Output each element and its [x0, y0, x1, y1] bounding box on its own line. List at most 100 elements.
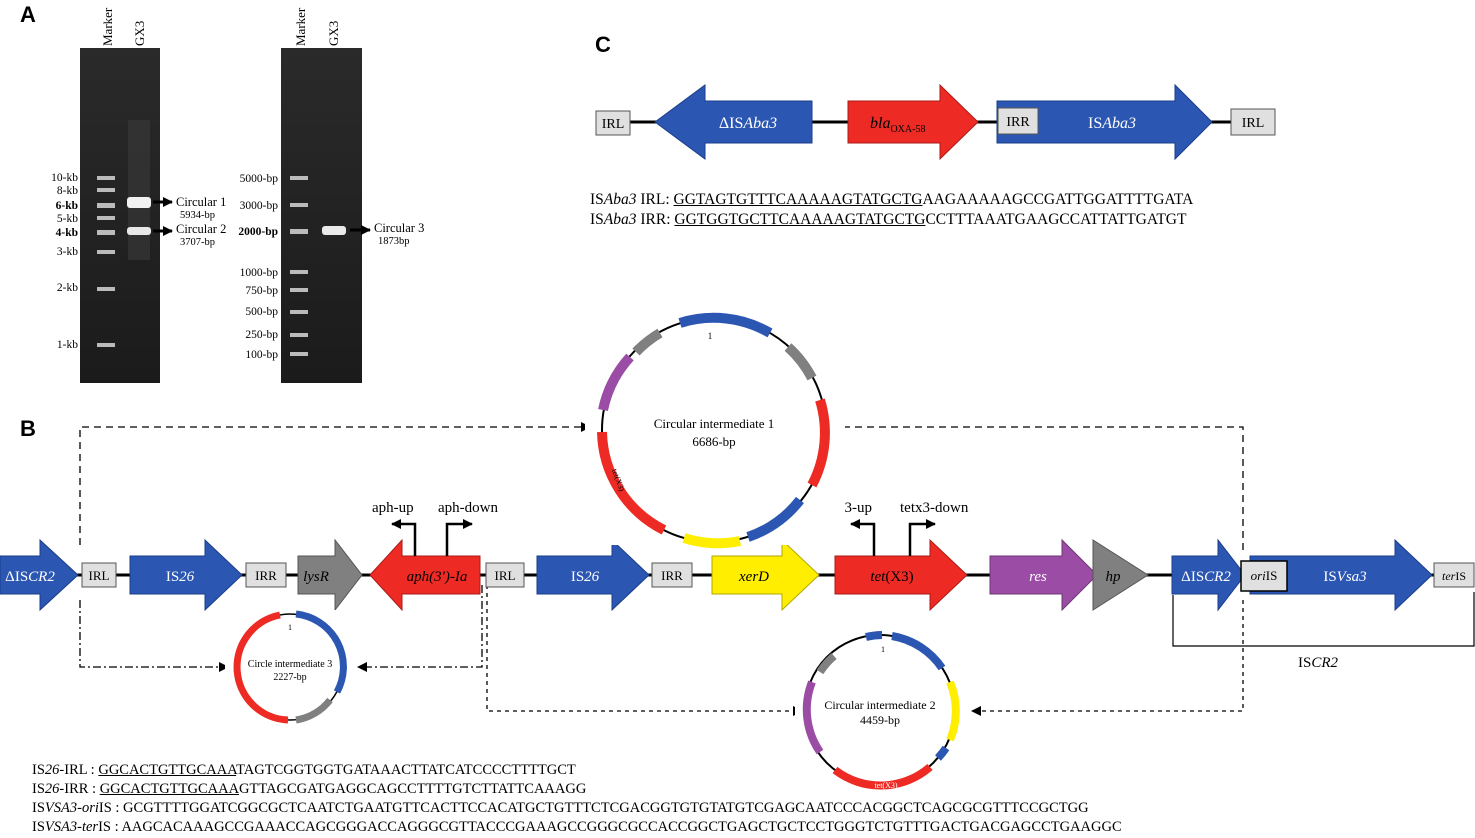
b-is26-label: IS26 — [166, 569, 195, 585]
gel-2-marker-label: 2000-bp — [238, 226, 278, 238]
b-aph-arrow — [369, 538, 481, 612]
band-circular-3-name: Circular 3 — [374, 221, 424, 235]
gel-1-marker-label: 10-kb — [51, 172, 78, 184]
c-irr-block: IRR — [1006, 115, 1030, 130]
b-del-iscr2b-label: ΔISCR2 — [1181, 569, 1231, 585]
gel-1: Marker GX3 10-kb 8-kb 6-kb 5-kb 4-kb 3-k… — [51, 7, 226, 383]
circular-intermediate-2: 1 tet(X3) Circular intermediate 2 4459-b… — [795, 625, 960, 795]
gel-2: Marker GX3 5000-bp 3000-bp 2000-bp 1000-… — [238, 7, 424, 383]
gel-1-lane-gx3: GX3 — [132, 21, 147, 46]
b-seq-is26-irl: IS26-IRL : GGCACTGTTGCAAATAGTCGGTGGTGATA… — [32, 762, 576, 778]
b-primers — [391, 519, 936, 556]
c-del-isaba3-arrow — [654, 84, 813, 160]
b-oris-block: oriIS — [1251, 568, 1278, 583]
gel-2-marker-label: 250-bp — [245, 329, 278, 341]
gel-1-marker-label: 2-kb — [57, 282, 78, 294]
panel-b-map: ΔISCR2 IRL IS26 IRR lysR aph(3')-Ia IRL … — [0, 538, 1475, 671]
b-del-iscr2-arrow — [0, 538, 79, 612]
b-teris-block: terIS — [1442, 569, 1466, 583]
circle-intermediate-3: 1 Circle intermediate 3 2227-bp — [225, 610, 355, 730]
gel-1-marker-label: 4-kb — [56, 227, 78, 239]
c-irl-block: IRL — [602, 117, 625, 132]
gel-2-lane-marker: Marker — [293, 7, 308, 46]
b-iscr2-label: ISCR2 — [1298, 655, 1339, 671]
gel-1-marker-label: 8-kb — [57, 185, 78, 197]
gel-2-marker-label: 3000-bp — [240, 200, 279, 212]
gel-2-marker-label: 500-bp — [245, 306, 278, 318]
b-irl2-block: IRL — [495, 568, 516, 583]
b-is26-arrow — [129, 538, 243, 612]
panel-a-label: A — [20, 2, 36, 27]
gel-1-band-circular-2 — [127, 227, 151, 235]
gel-1-marker-label: 3-kb — [57, 246, 78, 258]
ci1-origin-label: 1 — [708, 331, 713, 341]
band-circular-1-size: 5934-bp — [180, 210, 215, 221]
gel-2-marker-label: 5000-bp — [240, 173, 279, 185]
band-circular-1-name: Circular 1 — [176, 195, 226, 209]
b-isvsa3-arrow — [1249, 538, 1433, 612]
band-circular-2-size: 3707-bp — [180, 237, 215, 248]
primer-arrow-icon — [850, 519, 876, 556]
primer-aph-up: aph-up — [372, 500, 414, 516]
b-seq-is26-irr: IS26-IRR : GGCACTGTTGCAAAGTTAGCGATGAGGCA… — [32, 781, 587, 797]
b-seq-isvsa3-oris: ISVSA3-oriIS : GCGTTTTGGATCGGCGCTCAATCTG… — [32, 800, 1089, 816]
b-del-iscr2-label: ΔISCR2 — [5, 569, 55, 585]
ci3-size: 2227-bp — [273, 672, 306, 683]
ci2-origin-label: 1 — [881, 645, 885, 654]
c-bla-oxa58-arrow — [847, 83, 979, 161]
c-del-isaba3-label: ΔISAba3 — [719, 115, 777, 132]
b-lysr-label: lysR — [303, 569, 329, 585]
gel-1-lane-marker: Marker — [100, 7, 115, 46]
c-seq-irr: ISAba3 IRR: GGTGGTGCTTCAAAAAGTATGCTGCCTT… — [590, 211, 1187, 228]
ci2-size: 4459-bp — [860, 713, 900, 727]
b-hp-label: hp — [1106, 569, 1122, 585]
b-del-iscr2b-arrow — [1171, 538, 1246, 612]
primer-arrow-icon — [908, 519, 936, 556]
primer-arrow-icon — [391, 519, 417, 556]
b-aph-label: aph(3')-Ia — [407, 569, 468, 585]
b-iscr2-bracket — [1172, 592, 1475, 647]
gel-2-marker-label: 750-bp — [245, 285, 278, 297]
b-seq-isvsa3-teris: ISVSA3-terIS : AAGCACAAAGCCGAAACCAGCGGGA… — [32, 819, 1122, 835]
b-xerd-arrow — [711, 538, 820, 612]
gel-1-marker-label: 1-kb — [57, 339, 78, 351]
b-res-arrow — [989, 538, 1098, 612]
c-isaba3-label: ISAba3 — [1088, 115, 1136, 132]
b-xerd-label: xerD — [738, 569, 769, 585]
b-tetx3-arrow — [834, 538, 968, 612]
panel-c-map: IRL ΔISAba3 blaOXA-58 IRR ISAba3 IRL — [595, 83, 1276, 161]
b-hp-arrow — [1092, 539, 1149, 611]
c-irl2-block: IRL — [1242, 116, 1265, 131]
circular-intermediate-1: 1 tet(X3) Circular intermediate 1 6686-b… — [585, 305, 845, 549]
b-connector-lines — [79, 422, 1244, 716]
primer-tetx3-down: tetx3-down — [900, 500, 969, 516]
b-is26b-label: IS26 — [571, 569, 600, 585]
ci2-name: Circular intermediate 2 — [824, 698, 935, 712]
ci2-gene-label: tet(X3) — [874, 781, 897, 790]
b-irr2-block: IRR — [661, 568, 683, 583]
c-isaba3-arrow — [996, 83, 1213, 161]
gel-2-lane-gx3: GX3 — [326, 21, 341, 46]
primer-arrow-icon — [445, 519, 473, 556]
band-circular-2-name: Circular 2 — [176, 222, 226, 236]
b-res-label: res — [1029, 569, 1047, 585]
gel-2-ladder — [290, 176, 308, 356]
gel-1-marker-label: 6-kb — [56, 200, 78, 212]
gel-2-band-circular-3 — [322, 226, 346, 235]
ci3-name: Circle intermediate 3 — [248, 659, 332, 670]
ci3-origin-label: 1 — [288, 623, 292, 632]
gel-1-marker-label: 5-kb — [57, 213, 78, 225]
gel-2-marker-label: 100-bp — [245, 349, 278, 361]
band-circular-3-size: 1873bp — [378, 236, 410, 247]
b-isvsa3-label: ISVsa3 — [1323, 569, 1366, 585]
b-lysr-arrow — [297, 538, 363, 612]
panel-b-label: B — [20, 416, 36, 441]
ci1-size: 6686-bp — [692, 434, 735, 449]
ci1-name: Circular intermediate 1 — [654, 416, 775, 431]
c-seq-irl: ISAba3 IRL: GGTAGTGTTTCAAAAAGTATGCTGAAGA… — [590, 191, 1194, 208]
b-irl-block: IRL — [89, 568, 110, 583]
gel-1-band-circular-1 — [127, 197, 151, 208]
c-bla-label: blaOXA-58 — [870, 115, 925, 135]
b-tetx3-label: tet(X3) — [870, 569, 913, 585]
